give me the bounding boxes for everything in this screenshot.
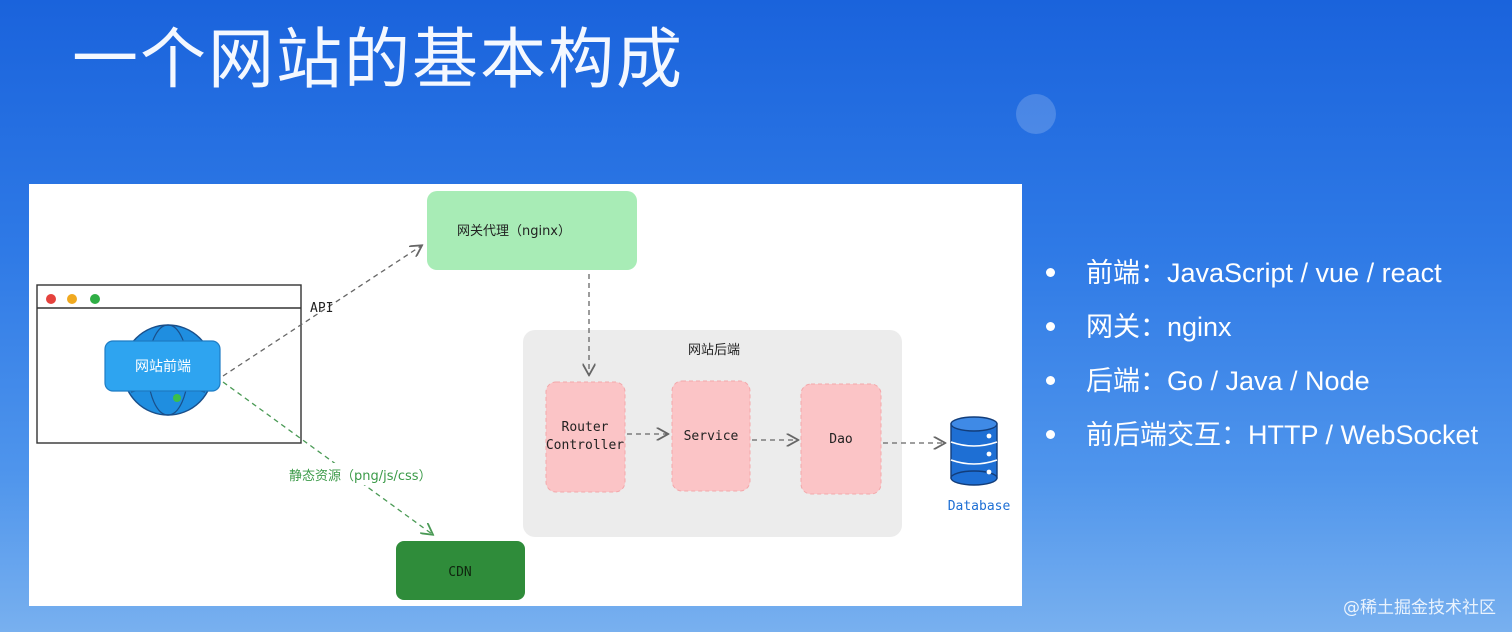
bullet-text: 前端：JavaScript / vue / react [1086, 258, 1442, 288]
window-maximize-dot [90, 294, 100, 304]
frontend-node [104, 340, 221, 392]
watermark: @稀土掘金技术社区 [1343, 598, 1496, 618]
bullet-frontend: 前端：JavaScript / vue / react [1046, 250, 1478, 304]
controller-label: Controller [546, 438, 624, 453]
service-label: Service [684, 429, 739, 444]
cdn-label: CDN [448, 565, 471, 580]
architecture-diagram: 网站前端 网关代理（nginx） API 网站后端 Router Control… [29, 184, 1022, 606]
bullet-dot-icon [1046, 430, 1055, 439]
static-label-bg [285, 463, 445, 485]
slide-title: 一个网站的基本构成 [72, 21, 684, 98]
bullet-backend: 后端：Go / Java / Node [1046, 358, 1478, 412]
bullet-interaction: 前后端交互：HTTP / WebSocket [1046, 412, 1478, 466]
bullet-text: 网关：nginx [1086, 312, 1232, 342]
cdn-node [396, 541, 525, 600]
bullet-list: 前端：JavaScript / vue / react 网关：nginx 后端：… [1046, 250, 1478, 466]
backend-group-label: 网站后端 [688, 343, 740, 358]
gateway-label: 网关代理（nginx） [457, 224, 571, 239]
gateway-node [427, 191, 637, 270]
bullet-gateway: 网关：nginx [1046, 304, 1478, 358]
window-minimize-dot [67, 294, 77, 304]
api-arrow [222, 246, 421, 377]
static-resources-arrow [222, 381, 432, 534]
diagram-canvas: 网站前端 网关代理（nginx） API 网站后端 Router Control… [36, 191, 1011, 600]
bullet-dot-icon [1046, 376, 1055, 385]
decorative-circle [1016, 94, 1056, 134]
bullet-dot-icon [1046, 268, 1055, 277]
frontend-label: 网站前端 [135, 358, 191, 375]
static-resources-label: 静态资源（png/js/css） [289, 469, 432, 484]
bullet-text: 后端：Go / Java / Node [1086, 366, 1370, 396]
window-close-dot [46, 294, 56, 304]
bullet-dot-icon [1046, 322, 1055, 331]
service-node [671, 380, 751, 492]
database-icon [950, 416, 998, 486]
bullet-text: 前后端交互：HTTP / WebSocket [1086, 420, 1479, 450]
database-label: Database [948, 499, 1011, 514]
dao-node [800, 383, 882, 495]
router-label: Router [562, 420, 609, 435]
dao-label: Dao [829, 432, 852, 447]
router-controller-node [545, 381, 626, 493]
api-label: API [310, 301, 333, 316]
